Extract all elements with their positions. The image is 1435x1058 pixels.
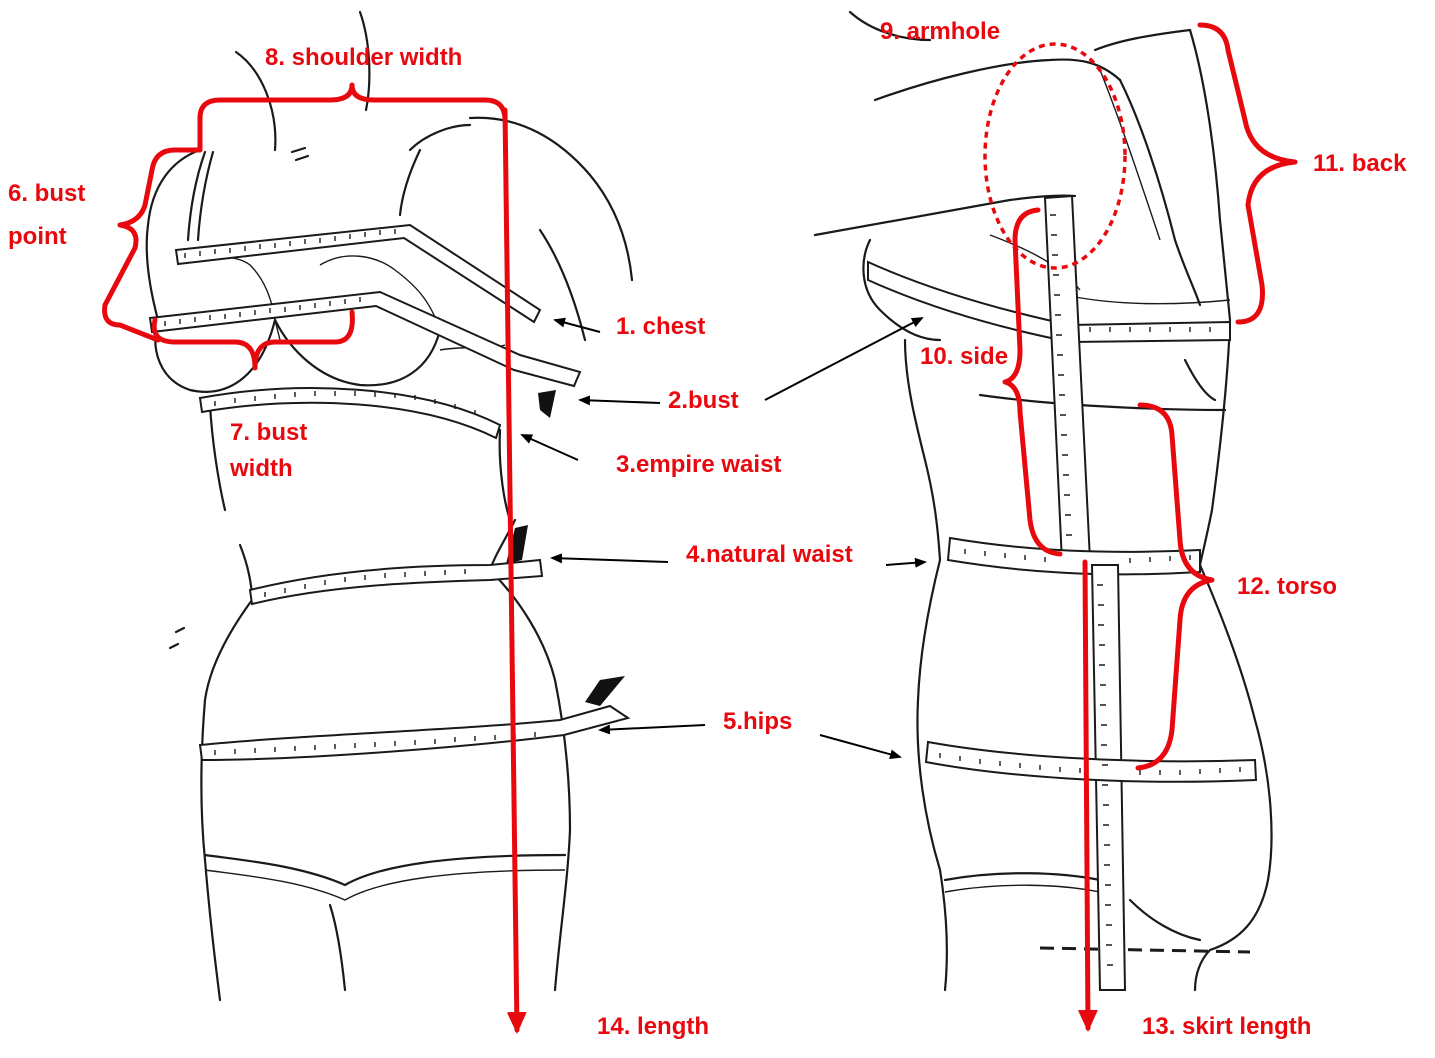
label-natural-waist: 4.natural waist <box>686 538 853 572</box>
label-chest: 1. chest <box>616 310 705 344</box>
label-length: 14. length <box>597 1010 709 1044</box>
bust-arrow-left <box>580 400 660 403</box>
label-skirt-length: 13. skirt length <box>1142 1010 1311 1044</box>
side-tape-measures <box>868 196 1256 990</box>
label-bust: 2.bust <box>668 384 739 418</box>
torso-brace <box>1138 405 1212 768</box>
label-side: 10. side <box>920 340 1008 374</box>
bust-arrow-right <box>765 318 922 400</box>
label-hips: 5.hips <box>723 705 792 739</box>
side-annotations <box>985 25 1295 1028</box>
label-bust-width-line1: 7. bust <box>230 416 307 450</box>
back-brace <box>1200 25 1295 322</box>
label-bust-width-line2: width <box>230 452 293 486</box>
skirt-length-line <box>1085 562 1088 1028</box>
natural-waist-arrow-right <box>886 562 925 565</box>
label-torso: 12. torso <box>1237 570 1337 604</box>
natural-waist-arrow-left <box>552 558 668 562</box>
label-empire-waist: 3.empire waist <box>616 448 781 482</box>
side-figure <box>815 12 1272 990</box>
hips-arrow-left <box>600 725 705 730</box>
hips-arrow-right <box>820 735 900 757</box>
shoulder-width-brace <box>200 85 505 150</box>
label-bust-point-line1: 6. bust <box>8 177 85 211</box>
empire-waist-arrow <box>522 435 578 460</box>
label-back: 11. back <box>1313 147 1406 181</box>
label-bust-point-line2: point <box>8 220 67 254</box>
chest-arrow <box>555 320 600 332</box>
front-figure <box>147 12 632 1000</box>
bust-point-brace <box>105 150 200 340</box>
label-armhole: 9. armhole <box>880 15 1000 49</box>
label-shoulder-width: 8. shoulder width <box>265 41 462 75</box>
